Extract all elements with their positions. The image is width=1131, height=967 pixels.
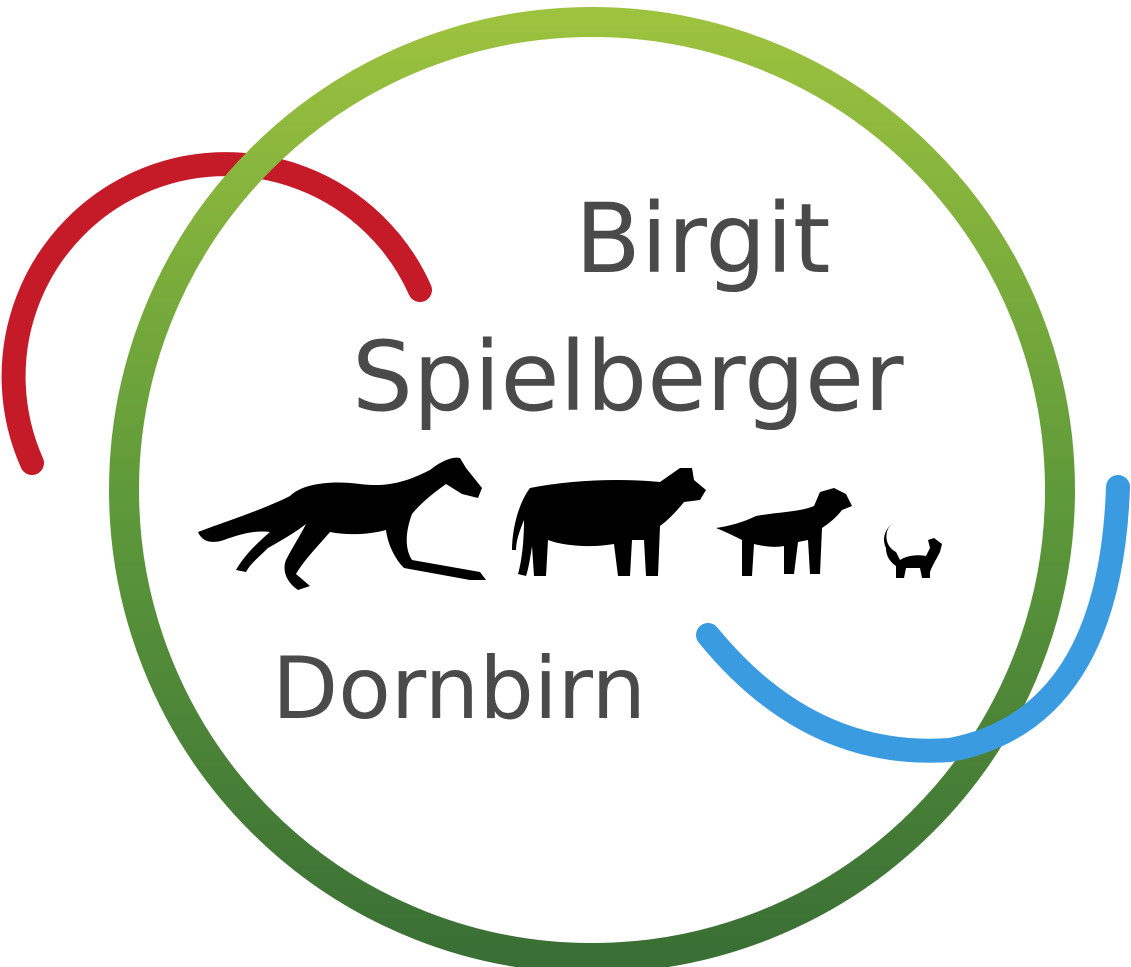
- cow-icon: [512, 468, 706, 576]
- blue-arc-icon: [696, 475, 1130, 763]
- animal-silhouettes: [198, 457, 942, 590]
- dog-icon: [716, 488, 852, 576]
- name-last: Spielberger: [352, 321, 904, 433]
- location: Dornbirn: [272, 639, 646, 739]
- red-arc-icon: [1, 152, 432, 475]
- cat-icon: [884, 524, 942, 578]
- horse-icon: [198, 457, 486, 590]
- name-first: Birgit: [575, 183, 831, 295]
- green-ring-icon: [109, 7, 1075, 967]
